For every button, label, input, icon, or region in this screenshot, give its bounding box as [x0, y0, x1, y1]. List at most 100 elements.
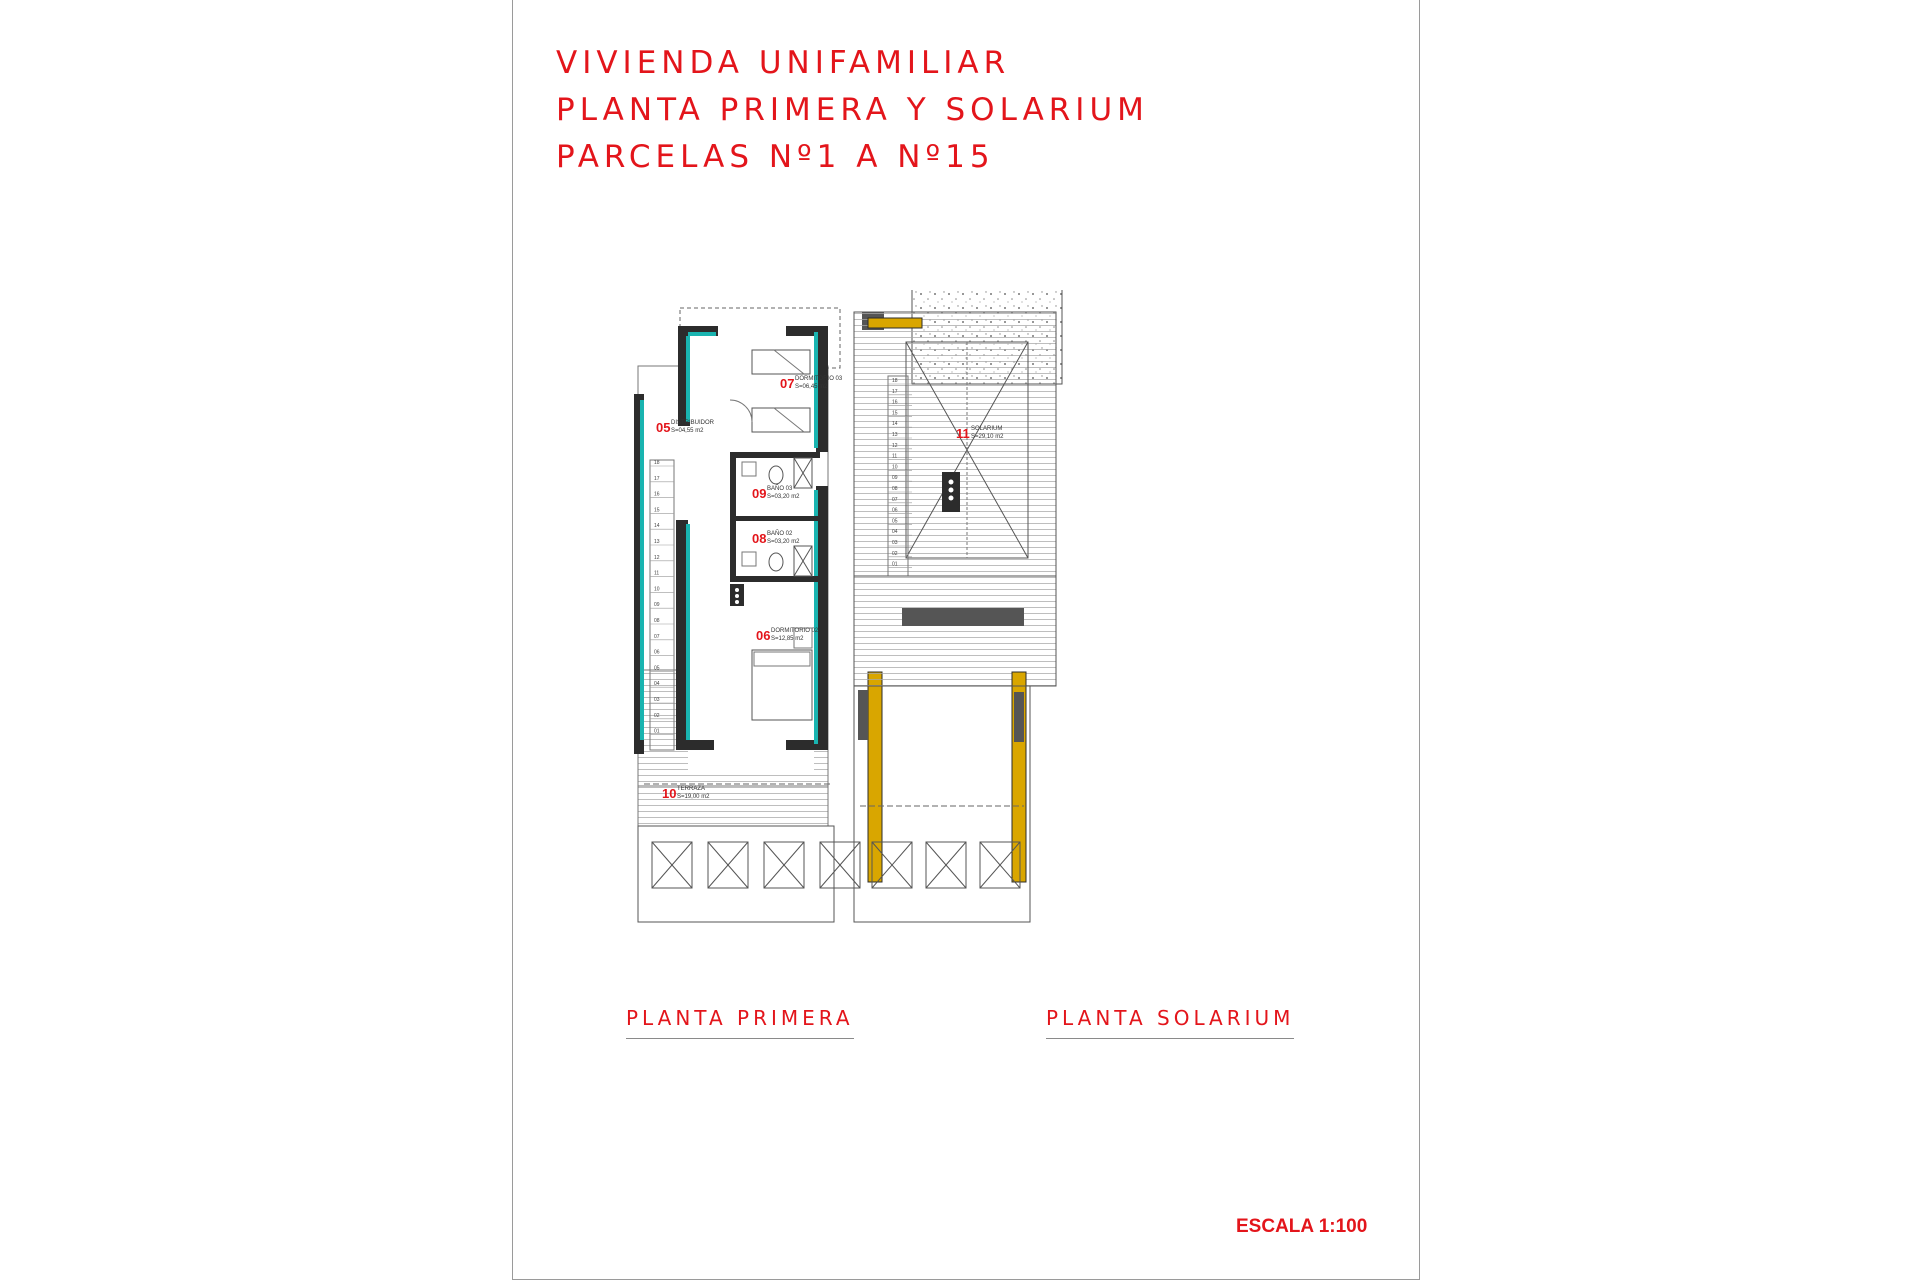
wardrobe-dorm-02 — [793, 627, 813, 649]
primera-step-step-label-6: 12 — [654, 555, 660, 561]
wall-right-lower — [816, 486, 828, 748]
title-line-1: VIVIENDA UNIFAMILIAR — [556, 45, 1011, 81]
wall-top-right — [786, 326, 826, 336]
sink-02 — [741, 551, 757, 567]
sink-03 — [741, 461, 757, 477]
caption-planta-primera: PLANTA PRIMERA — [626, 1006, 854, 1039]
solarium-step-step-label-8: 10 — [892, 464, 898, 470]
insulation-left — [640, 400, 644, 740]
primera-step-step-label-8: 10 — [654, 586, 660, 592]
wall-right-upper — [816, 326, 828, 452]
solarium-step-step-label-15: 03 — [892, 540, 898, 546]
solarium-step-step-label-4: 14 — [892, 421, 898, 427]
primera-room-name-0: DISTRIBUIDOR — [671, 420, 715, 426]
solarium-deck — [853, 311, 1057, 577]
primera-step-step-label-14: 04 — [654, 681, 660, 687]
toilet-03 — [768, 465, 784, 485]
parking-boxes — [651, 841, 861, 889]
primera-step-step-label-1: 17 — [654, 476, 660, 482]
primera-step-step-label-7: 11 — [654, 571, 659, 577]
screen-post — [858, 690, 868, 740]
solarium-step-step-label-0: 18 — [892, 378, 898, 384]
primera-step-step-label-13: 05 — [654, 665, 660, 671]
bed-dorm-03-a — [751, 349, 811, 375]
primera-step-step-label-10: 08 — [654, 618, 660, 624]
bed-dorm-02 — [751, 649, 813, 721]
wall-left — [634, 394, 644, 754]
solarium-step-step-label-7: 11 — [892, 454, 897, 460]
solarium-coping — [867, 317, 923, 329]
primera-step-step-label-5: 13 — [654, 539, 660, 545]
primera-step-step-label-15: 03 — [654, 697, 660, 703]
primera-room-number-3: 08 — [752, 531, 766, 546]
insulation-upper-left — [686, 330, 690, 422]
primera-step-step-label-4: 14 — [654, 523, 660, 529]
wall-stair — [676, 520, 688, 750]
solarium-step-step-label-16: 02 — [892, 551, 898, 557]
primera-room-name-5: TERRAZA — [677, 786, 705, 792]
wall-bottom-right — [786, 740, 828, 750]
wall-bath-top — [730, 452, 820, 458]
solarium-step-step-label-12: 06 — [892, 508, 898, 514]
wall-top-left — [678, 326, 718, 336]
solarium-step-step-label-17: 01 — [892, 562, 898, 568]
primera-room-number-5: 10 — [662, 786, 676, 801]
shower-03 — [793, 457, 813, 489]
primera-step-step-label-11: 07 — [654, 634, 660, 640]
primera-room-name-2: BAÑO 03 — [767, 485, 793, 492]
title-block: VIVIENDA UNIFAMILIAR PLANTA PRIMERA Y SO… — [556, 40, 1149, 181]
primera-step-step-label-12: 06 — [654, 650, 660, 656]
primera-room-area-0: S=04,55 m2 — [671, 428, 704, 434]
solarium-room-name-0: SOLARIUM — [971, 426, 1002, 432]
stair-primera — [649, 459, 675, 751]
solarium-step-step-label-3: 15 — [892, 410, 898, 416]
primera-room-number-1: 07 — [780, 376, 794, 391]
solarium-step-step-label-13: 05 — [892, 518, 898, 524]
ground-outline — [637, 825, 835, 923]
door-swing — [729, 399, 753, 423]
primera-step-step-label-2: 16 — [654, 492, 660, 498]
scale-note: ESCALA 1:100 — [1236, 1216, 1368, 1237]
toilet-02 — [768, 552, 784, 572]
wall-bath-middle — [730, 516, 820, 521]
solarium-step-step-label-5: 13 — [892, 432, 898, 438]
solarium-step-step-label-11: 07 — [892, 497, 898, 503]
primera-room-number-4: 06 — [756, 628, 770, 643]
primera-step-step-label-16: 02 — [654, 713, 660, 719]
solarium-step-step-label-9: 09 — [892, 475, 898, 481]
solarium-room-area-0: S=29,10 m2 — [971, 434, 1004, 440]
solarium-terrace — [853, 575, 1057, 687]
solarium-step-step-label-10: 08 — [892, 486, 898, 492]
primera-room-name-1: DORMITORIO 03 — [795, 376, 843, 382]
solarium-step-step-label-14: 04 — [892, 529, 898, 535]
primera-room-number-2: 09 — [752, 486, 766, 501]
title-line-3: PARCELAS Nº1 A Nº15 — [556, 139, 995, 175]
parking-boxes-solarium — [871, 841, 1021, 889]
primera-room-number-0: 05 — [656, 420, 670, 435]
solarium-step-step-label-1: 17 — [892, 389, 898, 395]
primera-step-step-label-0: 18 — [654, 460, 660, 466]
primera-step-step-label-9: 09 — [654, 602, 660, 608]
stair-step-labels: 18 17 16 15 14 13 12 11 10 09 08 07 06 05 04 03 02 01 — [650, 460, 674, 735]
wall-bath-bottom — [730, 576, 820, 582]
pergola-beam — [902, 608, 1024, 626]
solarium-step-step-label-6: 12 — [892, 443, 898, 449]
solarium-room-number-0: 11 — [956, 426, 970, 441]
caption-planta-solarium: PLANTA SOLARIUM — [1046, 1006, 1295, 1039]
wall-bottom-left — [676, 740, 714, 750]
shower-02 — [793, 545, 813, 577]
primera-room-name-4: DORMITORIO 02 — [771, 628, 819, 634]
primera-step-step-label-17: 01 — [654, 729, 660, 735]
primera-room-area-4: S=12,85 m2 — [771, 636, 804, 642]
primera-room-area-2: S=03,20 m2 — [767, 494, 800, 500]
primera-room-name-3: BAÑO 02 — [767, 530, 793, 537]
title-line-2: PLANTA PRIMERA Y SOLARIUM — [556, 92, 1149, 128]
primera-room-area-3: S=03,20 m2 — [767, 539, 800, 545]
primera-step-step-label-3: 15 — [654, 507, 660, 513]
